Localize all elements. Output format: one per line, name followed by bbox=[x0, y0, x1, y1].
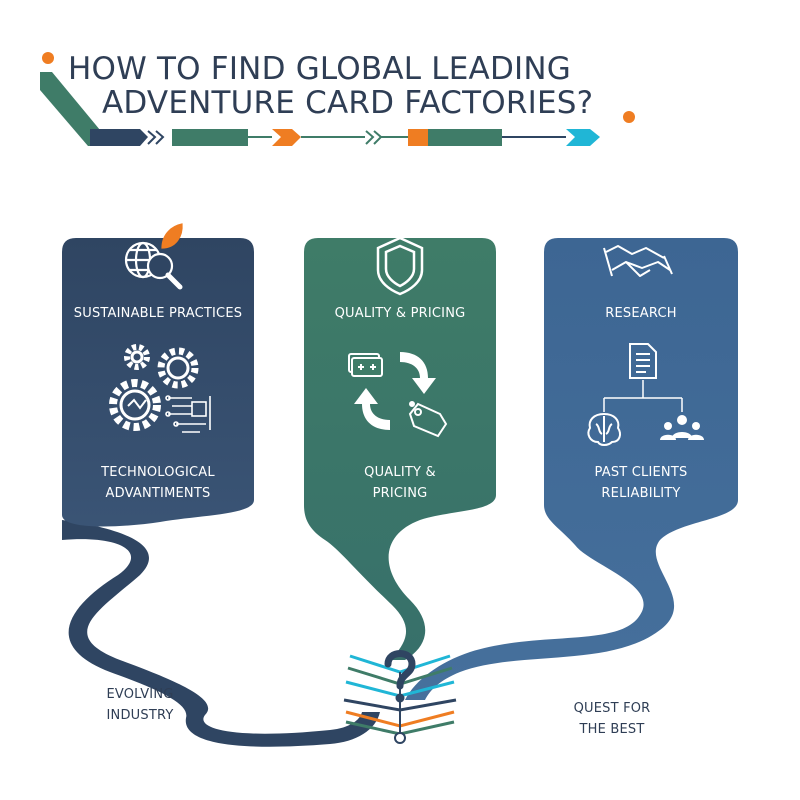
strip-green-block bbox=[428, 129, 502, 146]
strip-cyan-arrow bbox=[566, 129, 600, 146]
org-connector bbox=[603, 380, 683, 412]
globe-search-icon bbox=[124, 241, 183, 290]
left-panel-bottom-line-2: ADVANTIMENTS bbox=[105, 486, 211, 501]
team-icon bbox=[660, 415, 704, 440]
middle-panel-top-label: QUALITY & PRICING bbox=[334, 306, 466, 321]
winding-paths bbox=[62, 238, 738, 747]
right-panel-top-label: RESEARCH bbox=[605, 306, 677, 321]
middle-panel-bottom-line-2: PRICING bbox=[372, 486, 428, 501]
left-panel-bottom-label: TECHNOLOGICAL ADVANTIMENTS bbox=[62, 462, 254, 504]
circuit-chip-icon bbox=[165, 395, 211, 433]
strip-green-segment bbox=[172, 129, 248, 146]
left-panel-bottom-line-1: TECHNOLOGICAL bbox=[101, 465, 215, 480]
right-panel bbox=[405, 238, 738, 700]
chevron-icon bbox=[365, 130, 375, 145]
left-panel bbox=[62, 238, 254, 527]
right-path-line-2: THE BEST bbox=[579, 722, 645, 737]
strip-orange-arrow bbox=[272, 129, 301, 146]
page-title: HOW TO FIND GLOBAL LEADING ADVENTURE CAR… bbox=[40, 52, 680, 120]
right-panel-bottom-label: PAST CLIENTS RELIABILITY bbox=[544, 462, 738, 504]
left-path-line-1: EVOLVING bbox=[106, 687, 174, 702]
chevron-icon bbox=[147, 130, 157, 145]
title-decoration bbox=[40, 52, 635, 146]
shield-icon bbox=[376, 236, 424, 296]
middle-panel-bottom-label: QUALITY & PRICING bbox=[304, 462, 496, 504]
strip-orange-block bbox=[408, 129, 428, 146]
right-panel-bottom-line-1: PAST CLIENTS bbox=[594, 465, 688, 480]
right-path-label: QUEST FOR THE BEST bbox=[552, 698, 672, 740]
middle-panel bbox=[304, 238, 496, 660]
gears-icon bbox=[109, 344, 199, 431]
title-line-1: HOW TO FIND GLOBAL LEADING bbox=[68, 51, 571, 87]
chevron-icon bbox=[373, 130, 383, 145]
strip-navy-segment bbox=[90, 129, 148, 146]
orange-dot-right bbox=[623, 111, 635, 123]
leaf-icon bbox=[161, 223, 183, 249]
price-tag-icon bbox=[408, 401, 448, 438]
middle-panel-bottom-line-1: QUALITY & bbox=[364, 465, 436, 480]
chevron-icon bbox=[155, 130, 165, 145]
left-path bbox=[62, 505, 380, 747]
title-line-2: ADVENTURE CARD FACTORIES? bbox=[102, 85, 594, 121]
right-panel-bottom-line-2: RELIABILITY bbox=[601, 486, 681, 501]
left-panel-top-label: SUSTAINABLE PRACTICES bbox=[73, 306, 243, 321]
left-path-label: EVOLVING INDUSTRY bbox=[80, 684, 200, 726]
left-path-line-2: INDUSTRY bbox=[106, 708, 174, 723]
orange-dot-left bbox=[42, 52, 54, 64]
green-diagonal-bar bbox=[40, 72, 100, 146]
handshake-icon bbox=[603, 245, 673, 277]
cycle-arrows-icon bbox=[354, 352, 436, 430]
brain-icon bbox=[587, 412, 621, 446]
document-icon bbox=[629, 343, 657, 379]
open-book-question-icon bbox=[343, 650, 457, 744]
right-path-line-1: QUEST FOR bbox=[573, 701, 651, 716]
cash-icon bbox=[348, 353, 383, 377]
